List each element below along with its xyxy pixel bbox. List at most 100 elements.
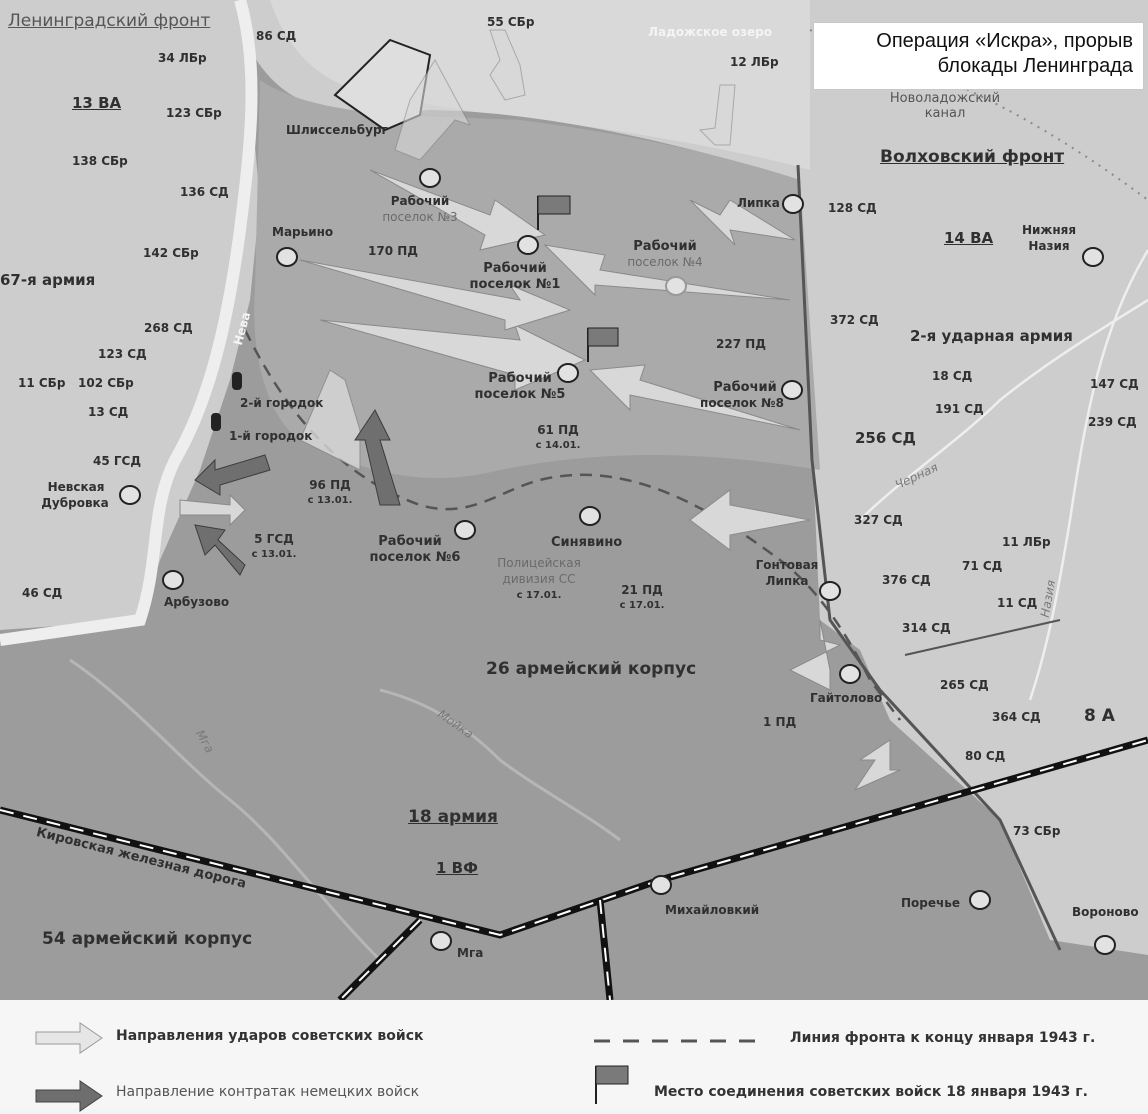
unit-label: 123 СД — [98, 347, 147, 361]
unit-label: 138 СБр — [72, 154, 128, 168]
unit-label: 11 СД — [997, 596, 1038, 610]
canal-label: Новоладожский канал — [889, 91, 1001, 121]
place-label: поселок №1 — [469, 277, 561, 292]
legend-soviet-strikes: Направления ударов советских войск — [116, 1028, 424, 1044]
police-division-label: дивизия СС — [502, 572, 576, 586]
legend-german-counter: Направление контратак немецких войск — [116, 1084, 420, 1100]
unit-label: 239 СД — [1088, 415, 1137, 429]
legend-soviet-arrow — [35, 1022, 103, 1054]
volkhov-front-label: Волховский фронт — [880, 147, 1065, 167]
unit-label: 86 СД — [256, 29, 297, 43]
unit-label: 170 ПД — [368, 244, 418, 258]
kirov-railway — [0, 736, 1148, 1000]
unit-label: 18 СД — [932, 369, 973, 383]
unit-label: 327 СД — [854, 513, 903, 527]
volkhov-boundary — [796, 164, 1062, 951]
place-label: поселок №4 — [627, 255, 703, 269]
legend-link-up: Место соединения советских войск 18 янва… — [654, 1084, 1088, 1100]
unit-label: 34 ЛБр — [158, 51, 207, 65]
unit-label: 372 СД — [830, 313, 879, 327]
army18-label: 18 армия — [408, 807, 498, 827]
place-label: Марьино — [272, 225, 334, 239]
place-label: Липка — [765, 574, 809, 588]
legend-german-arrow — [35, 1080, 103, 1112]
unit-label: 80 СД — [965, 749, 1006, 763]
place-label: поселок №6 — [369, 550, 461, 565]
settlement-markers — [119, 168, 1116, 955]
unit-label: 142 СБр — [143, 246, 199, 260]
front-line — [243, 329, 901, 721]
legend: Направления ударов советских войск Напра… — [0, 1000, 1148, 1112]
german-counter-arrows — [194, 409, 401, 576]
place-label: 2-й городок — [240, 396, 324, 410]
unit-date: с 13.01. — [307, 495, 353, 506]
unit-label: 46 СД — [22, 586, 63, 600]
unit-label: 12 ЛБр — [730, 55, 779, 69]
unit-label: 21 ПД — [621, 583, 663, 597]
place-label: Шлиссельбург — [286, 123, 388, 137]
naziya-river — [1028, 249, 1148, 701]
unit-label: 45 ГСД — [93, 454, 142, 468]
leningrad-front-label: Ленинградский фронт — [8, 11, 211, 31]
unit-label: 128 СД — [828, 201, 877, 215]
army67-label: 67-я армия — [0, 271, 96, 289]
soviet-strike-arrows — [179, 29, 901, 792]
va14-label: 14 ВА — [944, 229, 994, 247]
unit-label: 123 СБр — [166, 106, 222, 120]
unit-date: с 17.01. — [516, 590, 562, 601]
legend-front-line-text: Линия фронта к концу января 1943 г. — [790, 1030, 1096, 1046]
unit-label: 13 СД — [88, 405, 129, 419]
unit-label: 227 ПД — [716, 337, 766, 351]
place-label: Гонтовая — [755, 558, 819, 572]
corps26-label: 26 армейский корпус — [486, 659, 697, 679]
unit-label: 102 СБр — [78, 376, 134, 390]
place-label: Вороново — [1072, 905, 1139, 919]
place-label: поселок №3 — [382, 210, 458, 224]
place-label: поселок №5 — [474, 387, 566, 402]
unit-label: 265 СД — [940, 678, 989, 692]
place-label: Назия — [1028, 239, 1070, 253]
operation-iskra-map — [0, 0, 1148, 1000]
unit-label: 1 ПД — [763, 715, 797, 729]
legend-front-line — [594, 1039, 764, 1043]
unit-label: 256 СД — [855, 429, 916, 447]
unit-label: 11 ЛБр — [1002, 535, 1051, 549]
police-division-label: Полицейская — [497, 556, 581, 570]
lake-ladoga — [270, 0, 810, 170]
unit-label: 5 ГСД — [254, 532, 294, 546]
vf1-label: 1 ВФ — [436, 859, 478, 877]
chernaya-river — [859, 298, 1148, 521]
unit-label: 147 СД — [1090, 377, 1139, 391]
place-label: Синявино — [551, 535, 623, 550]
moika-river — [379, 688, 621, 842]
unit-label: 136 СД — [180, 185, 229, 199]
unit-label: 11 СБр — [18, 376, 66, 390]
place-label: Поречье — [901, 896, 960, 910]
place-label: поселок №8 — [700, 396, 784, 410]
place-label: Гайтолово — [810, 691, 883, 705]
place-label: Рабочий — [633, 239, 697, 254]
unit-label: 96 ПД — [309, 478, 351, 492]
unit-label: 73 СБр — [1013, 824, 1061, 838]
place-label: Дубровка — [41, 496, 109, 510]
unit-date: с 14.01. — [535, 440, 581, 451]
place-label: Липка — [737, 196, 780, 210]
unit-label: 314 СД — [902, 621, 951, 635]
defense-line-east — [904, 619, 1061, 656]
place-label: Рабочий — [713, 380, 777, 395]
unit-label: 191 СД — [935, 402, 984, 416]
place-label: Арбузово — [164, 595, 230, 609]
place-label: Рабочий — [378, 534, 442, 549]
unit-label: 364 СД — [992, 710, 1041, 724]
place-label: Невская — [47, 480, 105, 494]
place-label: Рабочий — [483, 261, 547, 276]
place-label: Рабочий — [390, 194, 450, 208]
link-up-flag-2 — [587, 327, 619, 362]
shock-army2-label: 2-я ударная армия — [910, 327, 1073, 345]
map-title: Операция «Искра», прорыв блокады Ленингр… — [813, 22, 1144, 90]
unit-label: 71 СД — [962, 559, 1003, 573]
unit-date: с 17.01. — [619, 600, 665, 611]
lake-ladoga-label: Ладожское озеро — [648, 25, 772, 39]
unit-label: 268 СД — [144, 321, 193, 335]
army8-label: 8 А — [1084, 706, 1115, 726]
